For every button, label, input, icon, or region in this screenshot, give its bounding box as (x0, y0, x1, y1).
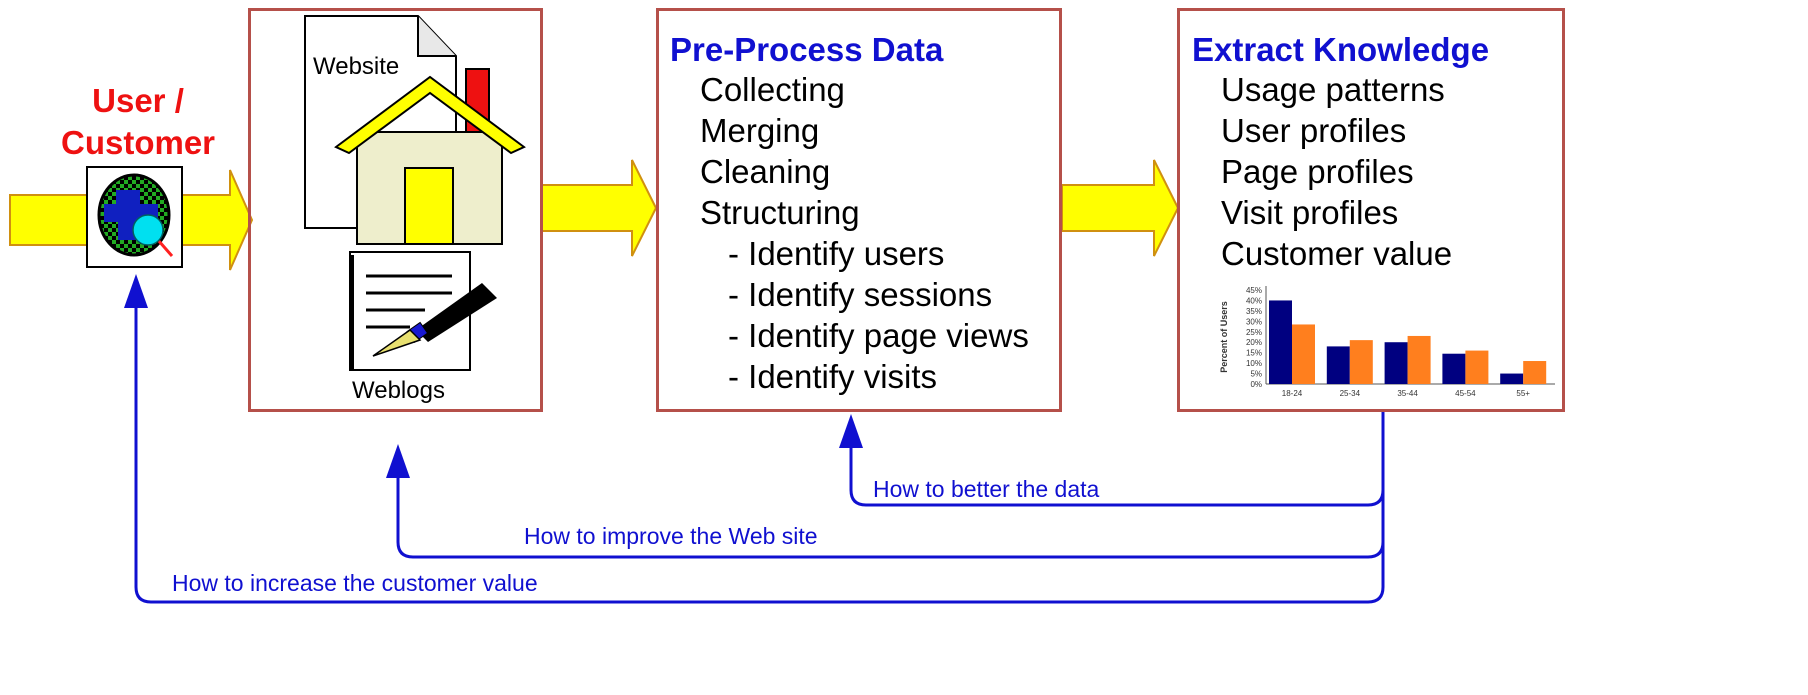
chart-y-tick-label: 5% (1250, 370, 1262, 379)
preprocess-item-collecting: Collecting (700, 71, 845, 108)
chart-y-tick-label: 35% (1246, 307, 1262, 316)
feedback-label-data: How to better the data (873, 476, 1100, 502)
user-age-bar-chart: 0%5% 10%15% 20%25% 30%35% 40%45% 18-24 25-34 35… (1219, 286, 1555, 398)
chart-y-tick-label: 15% (1246, 349, 1262, 358)
preprocess-item-merging: Merging (700, 112, 820, 149)
extract-item-customer-value: Customer value (1221, 235, 1453, 272)
chart-x-tick-label: 25-34 (1340, 389, 1361, 398)
chart-y-tick-label: 30% (1246, 317, 1262, 326)
extract-item-user-profiles: User profiles (1221, 112, 1407, 149)
user-customer-label: User / Customer (48, 80, 228, 164)
preprocess-subitem-users: - Identify users (728, 235, 945, 272)
extract-knowledge-box: Extract Knowledge Usage patterns User pr… (1177, 8, 1565, 412)
website-label: Website (313, 53, 400, 80)
chart-y-tick-label: 25% (1246, 328, 1262, 337)
flow-arrow-user-to-site (179, 169, 254, 271)
chart-y-tick-label: 45% (1246, 286, 1262, 295)
chart-x-tick-label: 45-54 (1455, 389, 1476, 398)
feedback-arrowhead-website (386, 444, 410, 478)
chart-bar (1465, 350, 1489, 384)
chart-bar (1523, 361, 1547, 384)
chart-bar (1326, 346, 1350, 384)
chart-x-tick-label: 35-44 (1397, 389, 1418, 398)
chart-y-tick-label: 10% (1246, 359, 1262, 368)
extract-title: Extract Knowledge (1192, 31, 1490, 68)
flow-arrow-preprocess-to-extract (1061, 159, 1180, 257)
house-icon (334, 68, 526, 245)
chart-y-tick-label: 0% (1250, 380, 1262, 389)
preprocess-subitem-visits: - Identify visits (728, 358, 938, 395)
feedback-arrowhead-customer (124, 274, 148, 308)
flow-arrow-site-to-preprocess (541, 159, 658, 257)
preprocess-subitem-page-views: - Identify page views (728, 317, 1029, 354)
chart-bar (1269, 300, 1292, 384)
user-label-line1: User / (92, 82, 184, 119)
feedback-label-website: How to improve the Web site (524, 523, 818, 549)
weblog-pen-icon (349, 251, 497, 371)
chart-ylabel: Percent of Users (1219, 301, 1229, 373)
chart-bar (1407, 335, 1431, 384)
user-label-line2: Customer (60, 124, 216, 161)
preprocess-item-cleaning: Cleaning (700, 153, 831, 190)
chart-bar (1292, 324, 1315, 384)
chart-bar (1442, 353, 1466, 384)
preprocess-title: Pre-Process Data (670, 31, 944, 68)
chart-bar (1349, 340, 1373, 384)
website-weblogs-box (248, 8, 543, 412)
preprocess-subitem-sessions: - Identify sessions (728, 276, 993, 313)
preprocess-data-box: Pre-Process Data Collecting Merging Clea… (656, 8, 1062, 412)
chart-bar (1500, 373, 1524, 384)
extract-item-usage-patterns: Usage patterns (1221, 71, 1445, 108)
globe-magnifier-icon (86, 166, 183, 268)
feedback-arrowhead-data (839, 414, 863, 448)
chart-bar (1384, 342, 1408, 384)
weblogs-label: Weblogs (352, 377, 445, 404)
chart-x-tick-label: 18-24 (1282, 389, 1303, 398)
extract-item-visit-profiles: Visit profiles (1221, 194, 1399, 231)
chart-y-tick-label: 20% (1246, 338, 1262, 347)
extract-item-page-profiles: Page profiles (1221, 153, 1414, 190)
preprocess-item-structuring: Structuring (700, 194, 860, 231)
feedback-line-customer (134, 305, 1385, 604)
feedback-label-customer: How to increase the customer value (172, 570, 538, 596)
chart-y-tick-label: 40% (1246, 296, 1262, 305)
flow-arrow-into-user (9, 194, 96, 246)
chart-x-tick-label: 55+ (1516, 389, 1530, 398)
